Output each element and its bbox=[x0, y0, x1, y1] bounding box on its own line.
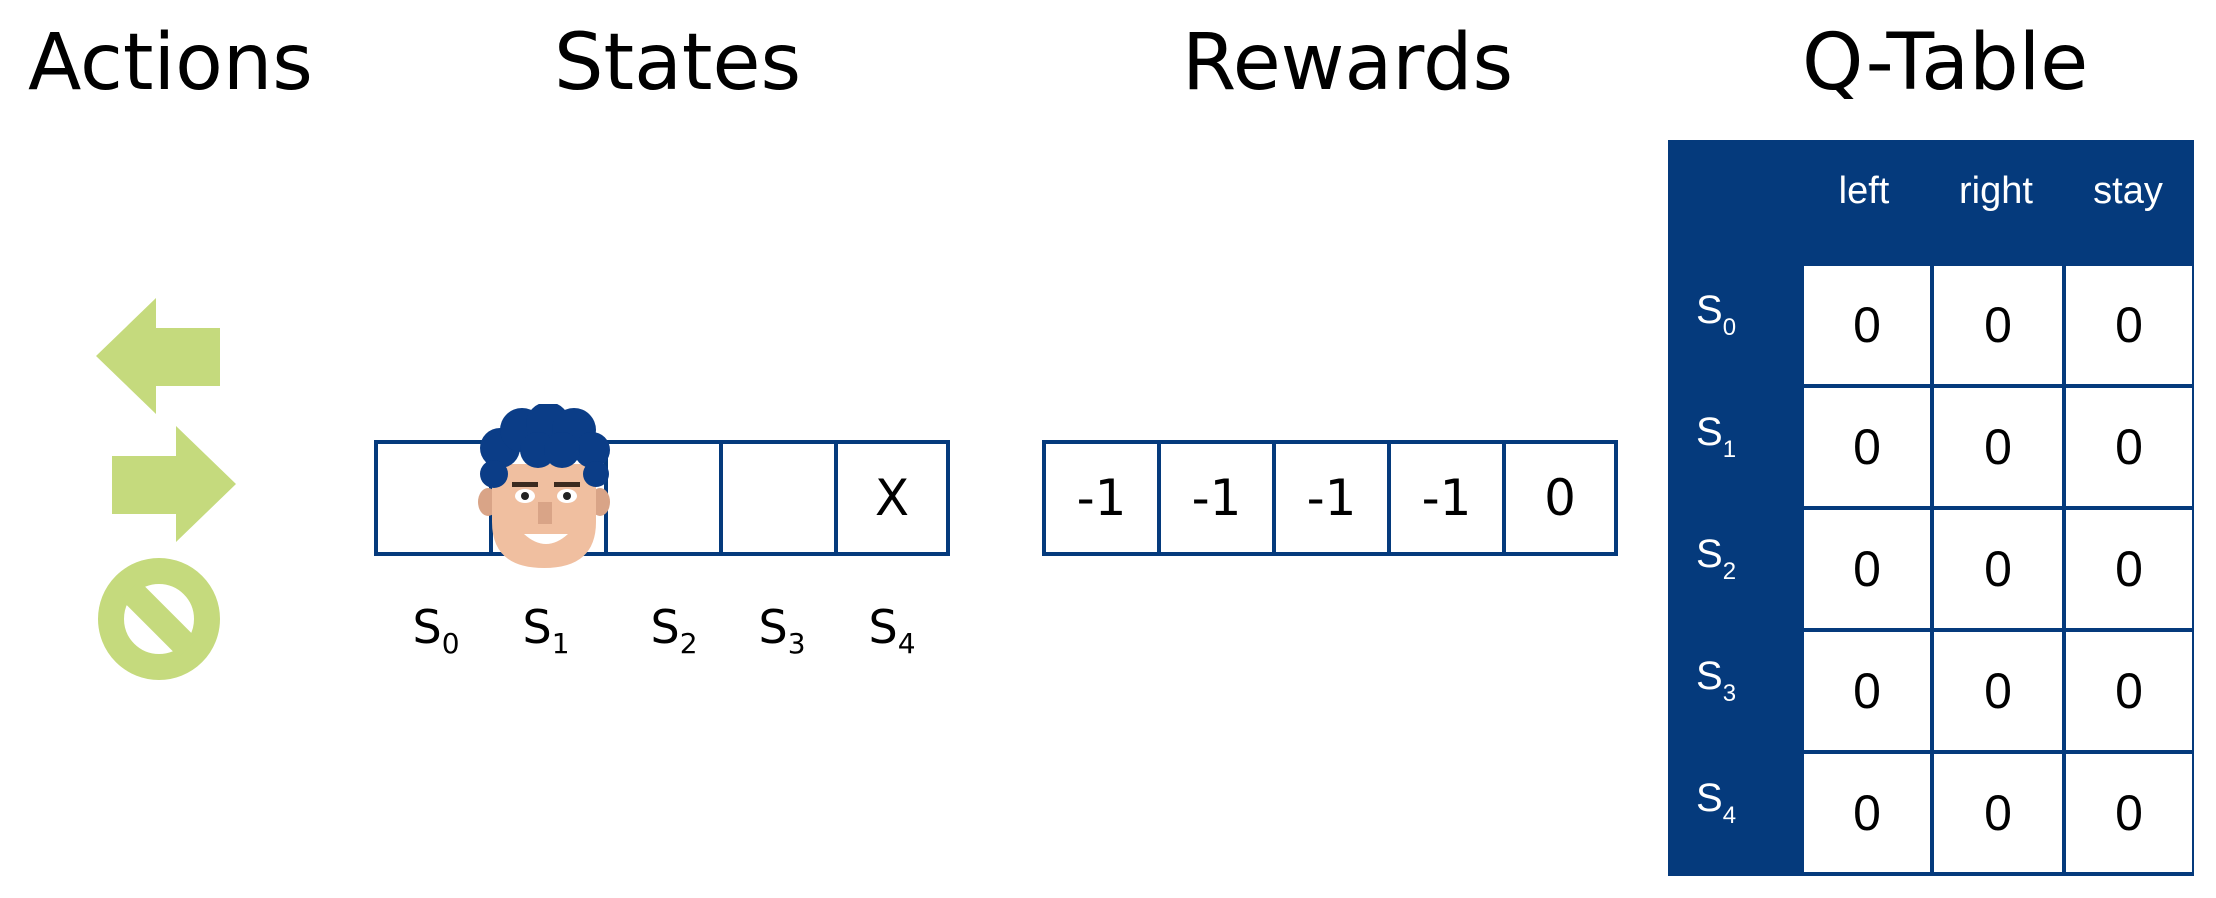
qtable-cell: 0 bbox=[1934, 754, 2062, 872]
qtable-cell: 0 bbox=[1804, 388, 1930, 506]
state-cell bbox=[378, 444, 493, 552]
rewards-grid: -1 -1 -1 -1 0 bbox=[1042, 440, 1618, 556]
state-cell bbox=[723, 444, 838, 552]
right-arrow-icon bbox=[112, 426, 236, 542]
state-label: S2 bbox=[650, 600, 698, 660]
state-label: S3 bbox=[758, 600, 806, 660]
qtable-column-right: right bbox=[1959, 170, 2033, 212]
reward-cell: -1 bbox=[1046, 444, 1161, 552]
qtable-cell: 0 bbox=[2066, 632, 2192, 750]
state-cell bbox=[608, 444, 723, 552]
state-label: S0 bbox=[412, 600, 460, 660]
reward-cell: -1 bbox=[1276, 444, 1391, 552]
qtable-cell: 0 bbox=[1804, 266, 1930, 384]
qtable-column-stay: stay bbox=[2093, 170, 2163, 212]
qtable-row-label: S2 bbox=[1696, 532, 1737, 585]
qtable-column-left: left bbox=[1838, 170, 1890, 212]
qtable-cell: 0 bbox=[1934, 510, 2062, 628]
state-cell-goal: X bbox=[874, 469, 910, 527]
qtable-cell: 0 bbox=[2066, 754, 2192, 872]
stay-prohibited-icon bbox=[98, 558, 220, 680]
qtable-cell: 0 bbox=[2066, 510, 2192, 628]
qtable-cell: 0 bbox=[1934, 388, 2062, 506]
qtable-cell: 0 bbox=[1934, 266, 2062, 384]
actions-heading: Actions bbox=[28, 18, 313, 108]
reward-cell: -1 bbox=[1391, 444, 1506, 552]
qtable-row-label: S3 bbox=[1696, 654, 1737, 707]
state-label: S1 bbox=[522, 600, 570, 660]
qtable-cell: 0 bbox=[1804, 510, 1930, 628]
qtable-cell: 0 bbox=[1804, 632, 1930, 750]
qtable-cell: 0 bbox=[1804, 754, 1930, 872]
qtable-cell: 0 bbox=[2066, 388, 2192, 506]
agent-face-icon bbox=[478, 404, 610, 568]
qtable-cell: 0 bbox=[2066, 266, 2192, 384]
qtable-heading: Q-Table bbox=[1802, 18, 2089, 108]
states-grid: X bbox=[374, 440, 950, 556]
q-table: left right stay S0 0 0 0 S1 0 0 0 S2 0 0… bbox=[1668, 140, 2194, 876]
reward-cell: 0 bbox=[1544, 469, 1576, 527]
qtable-row-label: S4 bbox=[1696, 776, 1737, 829]
qtable-row-label: S1 bbox=[1696, 410, 1737, 463]
qtable-row-label: S0 bbox=[1696, 288, 1737, 341]
state-label: S4 bbox=[868, 600, 916, 660]
states-heading: States bbox=[554, 18, 802, 108]
left-arrow-icon bbox=[96, 298, 220, 414]
reward-cell: -1 bbox=[1161, 444, 1276, 552]
rewards-heading: Rewards bbox=[1182, 18, 1514, 108]
qtable-cell: 0 bbox=[1934, 632, 2062, 750]
